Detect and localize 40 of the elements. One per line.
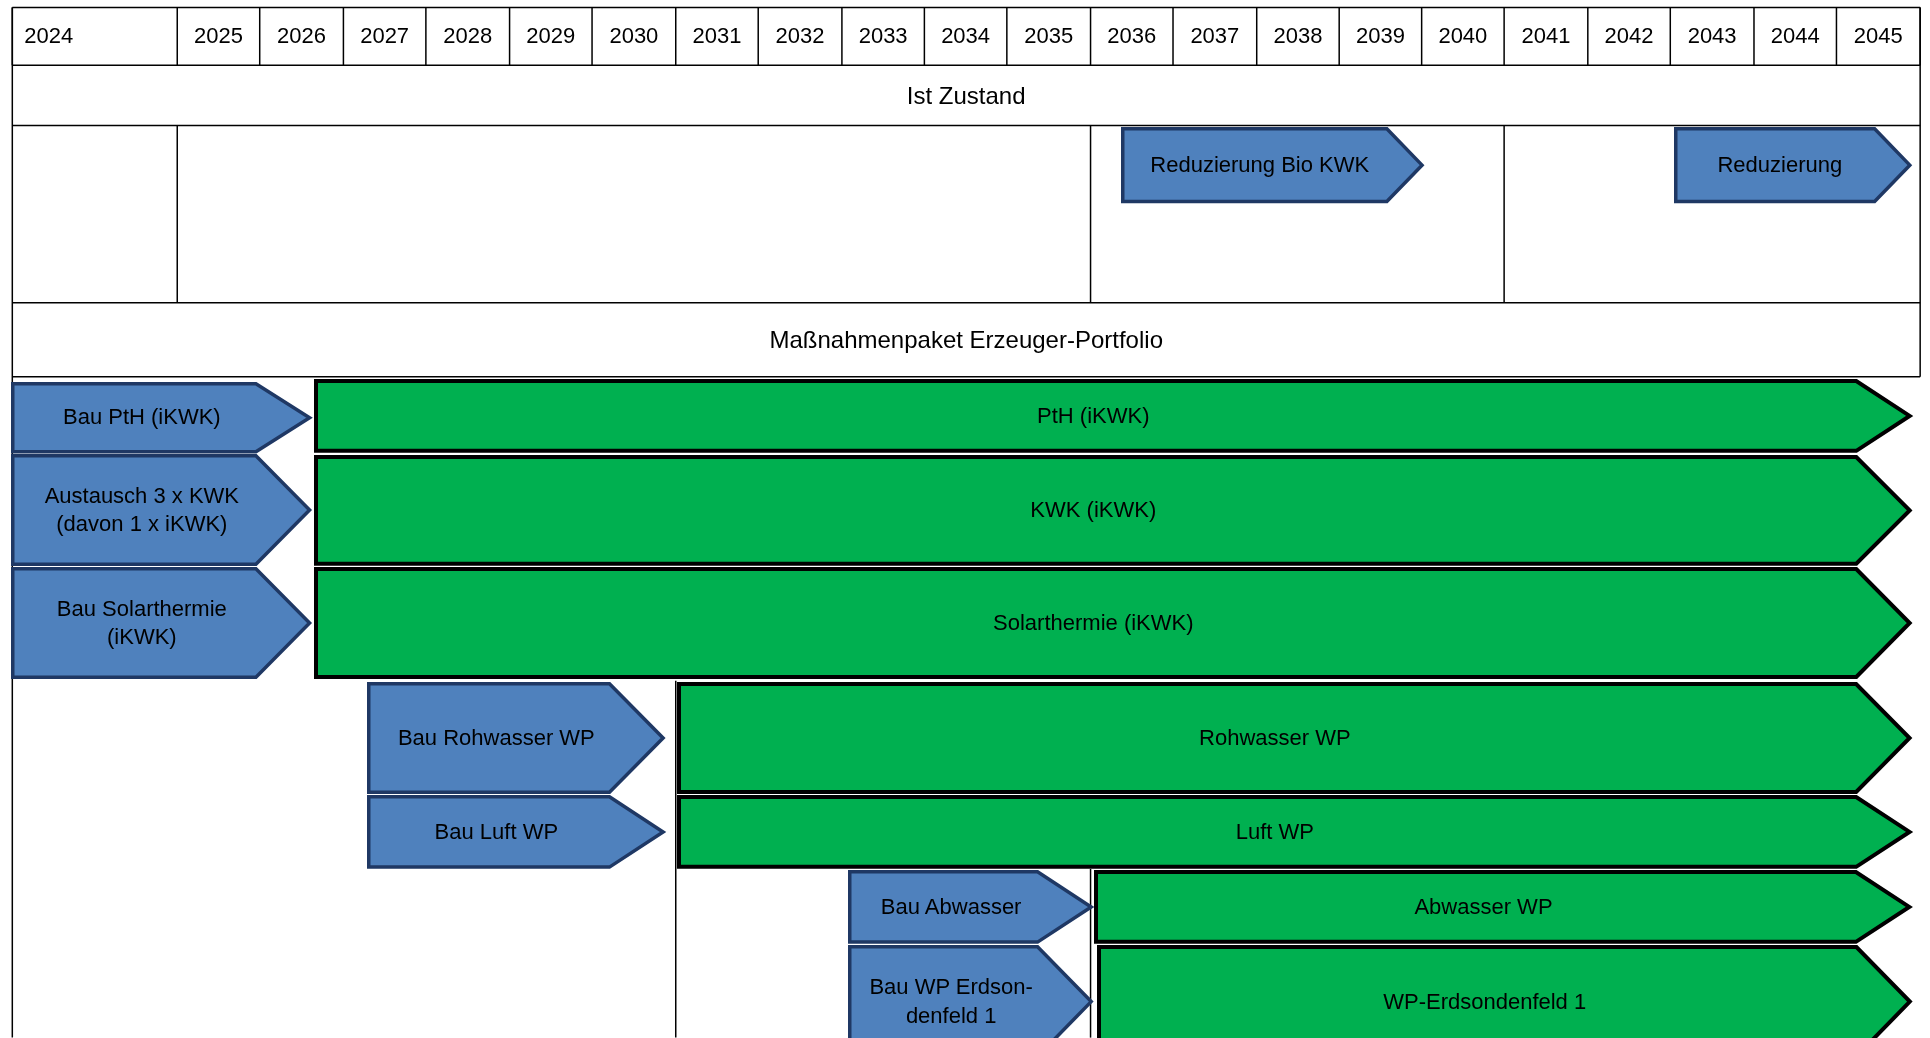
section-heading: Maßnahmenpaket Erzeuger-Portfolio: [769, 325, 1163, 356]
year-label: 2031: [692, 23, 742, 50]
year-label: 2040: [1438, 23, 1488, 50]
year-label: 2028: [443, 23, 493, 50]
year-label: 2035: [1024, 23, 1074, 50]
year-label: 2038: [1273, 23, 1323, 50]
year-label: 2029: [526, 23, 576, 50]
bar-label: KWK (iKWK): [1030, 496, 1157, 525]
bar-label: Solarthermie (iKWK): [993, 609, 1194, 638]
year-label: 2036: [1107, 23, 1157, 50]
section-heading: Ist Zustand: [906, 80, 1026, 111]
bar-label: Luft WP: [1235, 817, 1314, 846]
year-label: 2041: [1521, 23, 1571, 50]
year-label: 2044: [1770, 23, 1820, 50]
year-label: 2032: [775, 23, 825, 50]
bar-label: PtH (iKWK): [1037, 401, 1150, 430]
year-label: 2039: [1355, 23, 1405, 50]
year-label: 2030: [609, 23, 659, 50]
bar-label: Abwasser WP: [1414, 892, 1553, 921]
bar-label: Bau Luft WP: [434, 817, 559, 846]
year-label: 2024: [24, 23, 74, 50]
bar-label: Bau PtH (iKWK): [63, 402, 221, 431]
bar-label: Bau Abwasser: [880, 892, 1022, 921]
bar-label: Austausch 3 x KWK (davon 1 x iKWK): [43, 481, 241, 539]
year-label: 2045: [1853, 23, 1903, 50]
year-label: 2043: [1687, 23, 1737, 50]
bar-label: Reduzierung Bio KWK: [1150, 150, 1370, 179]
bar-label: Rohwasser WP: [1199, 723, 1351, 752]
bar-label: Reduzierung: [1717, 150, 1843, 179]
year-label: 2042: [1604, 23, 1654, 50]
year-label: 2037: [1190, 23, 1240, 50]
bar-label: WP-Erdsondenfeld 1: [1383, 987, 1587, 1016]
bar-label: Bau Solarthermie (iKWK): [55, 594, 228, 652]
year-label: 2034: [941, 23, 991, 50]
bar-label: Bau WP Erdson-denfeld 1: [868, 973, 1034, 1030]
bar-label: Bau Rohwasser WP: [397, 723, 595, 752]
year-label: 2025: [194, 23, 243, 50]
year-label: 2026: [277, 23, 326, 50]
year-label: 2033: [858, 23, 908, 50]
year-label: 2027: [360, 23, 410, 50]
